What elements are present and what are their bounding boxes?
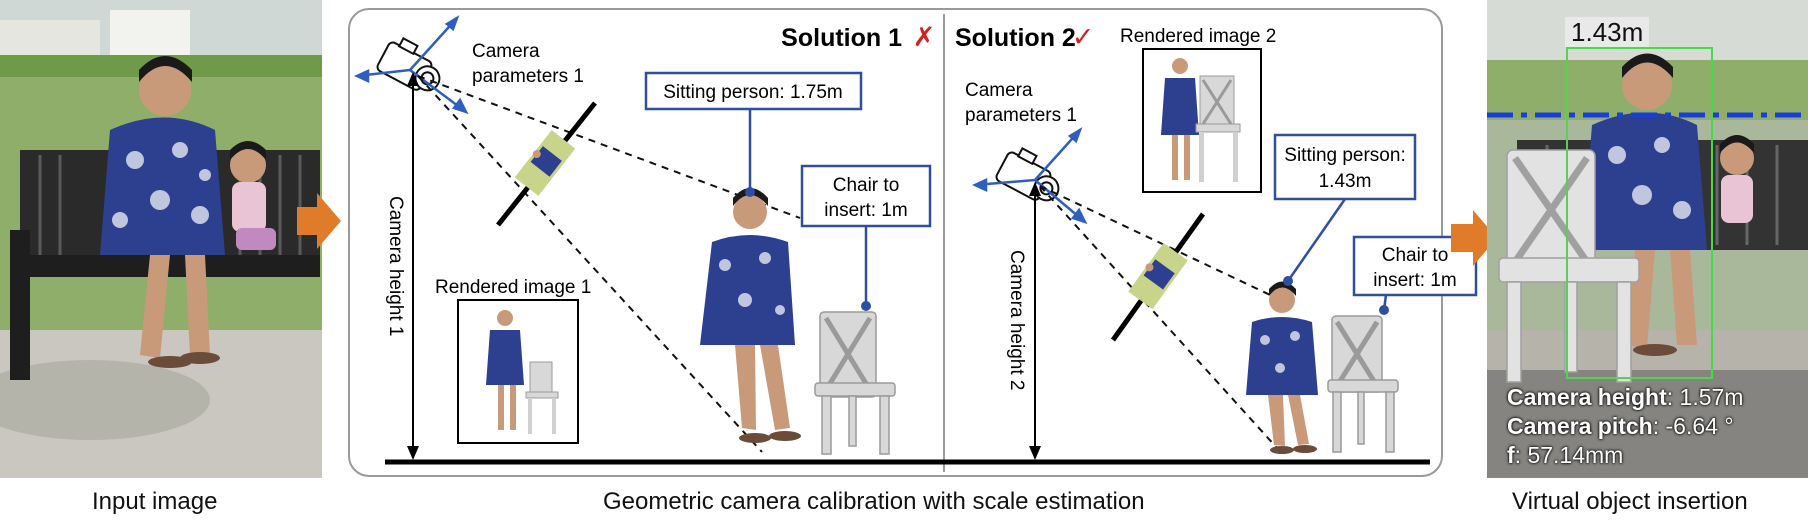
output-photo-illustration [1487, 0, 1808, 478]
input-image [0, 0, 322, 478]
camera-height-label: Camera height 1 [385, 196, 406, 336]
input-photo-illustration [0, 0, 322, 478]
sitting-person-leader [1286, 198, 1347, 282]
focal-length-readout: f: 57.14mm [1507, 442, 1623, 469]
sitting-person-label-box [1273, 133, 1417, 201]
camera-height-readout-value: : 1.57m [1666, 384, 1744, 410]
sitting-person-label-box [644, 71, 863, 111]
chair-label-box [800, 164, 932, 228]
rendered-image-label: Rendered image 1 [435, 277, 591, 298]
arrow-shape [297, 193, 341, 249]
rendered-image-thumbnail [486, 310, 559, 434]
solution-1: Solution 1 ✗ Camera parameters 1 Camera … [353, 15, 936, 460]
solution-2-title: Solution 2 [955, 24, 1076, 52]
rendered-image-label: Rendered image 2 [1120, 26, 1276, 47]
rendered-image-thumbnail [1161, 58, 1241, 182]
chair-figure [1327, 315, 1399, 453]
camera-height-label: Camera height 2 [1006, 250, 1027, 390]
solution-1-x-mark: ✗ [913, 22, 936, 52]
camera-parameters-label-line2: parameters 1 [965, 105, 1077, 126]
arrow-calibration-to-insertion [1451, 210, 1497, 266]
camera-pitch-readout-value: : -6.64 ° [1652, 413, 1734, 439]
camera-parameters-label-line1: Camera [965, 80, 1033, 101]
sitting-person-anchor-dot [745, 187, 755, 197]
person-bounding-box [1566, 47, 1713, 379]
chair-label-line2: insert: 1m [1373, 270, 1456, 291]
camera-height-arrow-head-bottom [1029, 446, 1041, 460]
caption-object-insertion: Virtual object insertion [1512, 488, 1748, 515]
projected-image-thumbnail [514, 130, 576, 196]
caption-input-image: Input image [92, 488, 218, 515]
projected-image-thumbnail [1128, 242, 1188, 310]
chair-anchor-dot [1379, 305, 1389, 315]
camera-pitch-readout: Camera pitch: -6.64 ° [1507, 413, 1734, 440]
solution-2: Solution 2 ✓ Rendered image 2 [955, 22, 1478, 460]
camera-height-arrow-head-top [1029, 182, 1041, 196]
focal-length-readout-label: f [1507, 442, 1515, 468]
camera-height-arrow-head-bottom [407, 446, 419, 460]
chair-label-line1: Chair to [833, 175, 900, 196]
sitting-person-figure [1246, 281, 1318, 454]
inserted-chair [1498, 149, 1640, 383]
chair-label-line2: insert: 1m [824, 200, 907, 221]
sitting-person-figure [700, 188, 801, 443]
chair-anchor-dot [861, 301, 871, 311]
camera-parameters-label-line2: parameters 1 [472, 66, 584, 87]
output-image: 1.43m Camera height: 1.57m Camera pitch:… [1487, 0, 1808, 478]
sitting-person-label-line2: 1.43m [1319, 171, 1372, 192]
calibration-diagram: Solution 1 ✗ Camera parameters 1 Camera … [348, 8, 1478, 477]
arrow-shape [1451, 210, 1497, 266]
chair-figure [814, 311, 896, 455]
camera-height-arrow-head-top [407, 72, 419, 86]
view-rays [417, 75, 801, 453]
camera-pitch-readout-label: Camera pitch [1507, 413, 1653, 439]
sitting-person-label-line1: Sitting person: [1284, 145, 1405, 166]
caption-calibration: Geometric camera calibration with scale … [603, 488, 1145, 515]
focal-length-readout-value: : 57.14mm [1514, 442, 1624, 468]
camera-parameters-label-line1: Camera [472, 41, 540, 62]
camera-height-readout-label: Camera height [1507, 384, 1667, 410]
height-badge: 1.43m [1565, 17, 1650, 47]
camera-height-readout: Camera height: 1.57m [1507, 384, 1743, 411]
solution-1-title: Solution 1 [781, 24, 902, 52]
view-rays [1039, 185, 1286, 449]
sitting-person-anchor-dot [1283, 276, 1293, 286]
arrow-input-to-calibration [297, 193, 341, 249]
chair-label-line1: Chair to [1382, 245, 1449, 266]
solution-2-check-mark: ✓ [1072, 22, 1095, 52]
sitting-person-label: Sitting person: 1.75m [663, 82, 843, 103]
